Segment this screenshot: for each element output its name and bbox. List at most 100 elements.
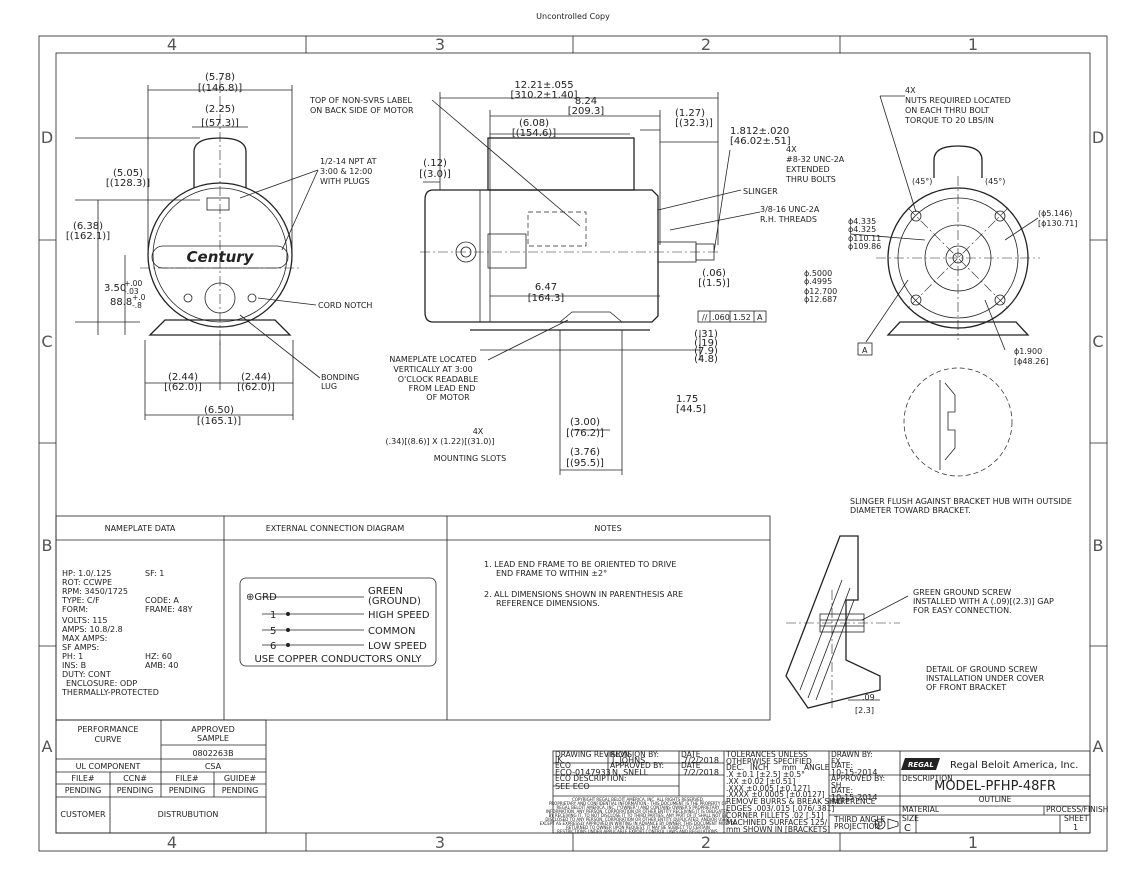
detail-dim-09: .09 <box>862 693 875 702</box>
zone-col-1-top: 1 <box>968 35 978 54</box>
dim-824-in: 8.24 <box>575 96 597 107</box>
np-line-volts: VOLTS: 115 <box>62 616 107 625</box>
dim-638-mm: [(162.1)] <box>66 231 110 242</box>
dim-350-tol-plus: +.00 <box>124 279 142 288</box>
dim-175-mm: [44.5] <box>676 404 706 415</box>
bonding-lug-line-1: BONDING <box>321 373 359 382</box>
dia-4335: ϕ4.335 <box>848 217 876 226</box>
val-pending-3: PENDING <box>169 786 206 795</box>
slinger-note-line-1: SLINGER FLUSH AGAINST BRACKET HUB WITH O… <box>850 497 1072 506</box>
green-note-line-2: INSTALLED WITH A (.09)[(2.3)] GAP <box>913 597 1054 606</box>
detail-dim-23: [2.3] <box>855 706 874 715</box>
tol-head-dec: DEC. <box>726 763 744 772</box>
svg-text:PROPRIETARY AND CONFIDENTIAL I: PROPRIETARY AND CONFIDENTIAL INFORMATION… <box>549 801 728 806</box>
conn-grd-label2: (GROUND) <box>368 596 421 607</box>
tol-head-mm: mm <box>782 763 797 772</box>
notes-title: NOTES <box>594 524 621 533</box>
base-side <box>559 311 623 323</box>
zone-row-c-right: C <box>1092 332 1103 351</box>
sheet-label: SHEET <box>1064 814 1089 823</box>
conn-5-label: COMMON <box>368 626 415 637</box>
end-view <box>849 95 1040 477</box>
approval-table <box>55 719 267 834</box>
company-name: Regal Beloit America, Inc. <box>950 760 1078 771</box>
slinger-note-line-2: DIAMETER TOWARD BRACKET. <box>850 506 971 515</box>
np-line-ph: PH: 1 <box>62 652 83 661</box>
dia-4826: [ϕ48.26] <box>1014 357 1048 366</box>
tol-row-4: .XXXX ±0.0005 [±0.0127] <box>726 790 825 799</box>
green-note-line-3: FOR EASY CONNECTION. <box>913 606 1012 615</box>
slots-line-3: MOUNTING SLOTS <box>434 454 507 463</box>
npt-note-line-3: WITH PLUGS <box>320 177 370 186</box>
nameplate-data: HP: 1.0/.125 ROT: CCWPE RPM: 3450/1725 T… <box>61 569 193 697</box>
detail-note-line-2: INSTALLATION UNDER COVER <box>926 674 1045 683</box>
head-ccn: CCN# <box>123 774 147 783</box>
regal-logo-text: REGAL <box>908 761 934 769</box>
np-line-rpm: RPM: 3450/1725 <box>62 587 128 596</box>
rev-by-label: REVISION BY: <box>610 750 659 759</box>
csa-label: CSA <box>205 762 222 771</box>
dim-06-mm: [(1.5)] <box>698 278 730 289</box>
shaft-dia-2: ϕ.4995 <box>804 277 832 286</box>
val-pending-2: PENDING <box>117 786 154 795</box>
thru-bolts-line-2: #8-32 UNC-2A <box>786 155 845 164</box>
side-view <box>420 92 761 475</box>
tol-row-2: .XX ±0.02 [±0.51] <box>726 777 795 786</box>
conn-6-label: LOW SPEED <box>368 641 427 652</box>
svg-text:REGAL BELOIT AMERICA, INC. ("O: REGAL BELOIT AMERICA, INC. ("OWNER") AND… <box>556 805 720 810</box>
runout-datum: A <box>757 313 763 322</box>
dim-578-mm: [(146.8)] <box>198 83 242 94</box>
thru-bolts-line-1: 4X <box>786 145 797 154</box>
green-note-line-1: GREEN GROUND SCREW <box>913 588 1011 597</box>
dim-824-mm: [209.3] <box>568 106 605 117</box>
sample-number: 0802263B <box>192 749 233 758</box>
outline-label: OUTLINE <box>979 795 1012 804</box>
np-line-thermal: THERMALLY-PROTECTED <box>61 688 159 697</box>
sheet-value: 1 <box>1073 823 1078 832</box>
tol-more-4: MACHINED SURFACES 125/ <box>726 818 828 827</box>
approved-line-2: SAMPLE <box>197 734 229 743</box>
perf-line-1: PERFORMANCE <box>78 725 139 734</box>
zone-col-4-bottom: 4 <box>167 833 177 852</box>
front-base <box>148 319 292 336</box>
process-label: PROCESS/FINISH <box>1046 805 1108 814</box>
nameplate-title: NAMEPLATE DATA <box>105 524 176 533</box>
zone-row-d-left: D <box>41 128 53 147</box>
dim-244b-mm: [(62.0)] <box>237 382 275 393</box>
material-label: MATERIAL <box>902 805 940 814</box>
np-line-maxamps: MAX AMPS: <box>62 634 107 643</box>
head-file-2: FILE# <box>175 774 198 783</box>
runout-sym: // <box>702 313 708 322</box>
conn-1-id: 1 <box>270 610 276 621</box>
rev-by-value: J. JOHNS <box>611 756 645 765</box>
nuts-note-line-3: ON EACH THRU BOLT <box>905 106 989 115</box>
date-value-2: 7/2/2018 <box>683 768 719 777</box>
regal-logo <box>901 758 940 770</box>
bonding-lug-line-2: LUG <box>321 382 337 391</box>
dia-5146: (ϕ5.146) <box>1038 209 1072 218</box>
conduit-box-side <box>487 137 635 191</box>
connection-diagram <box>239 577 437 667</box>
third-angle-1: THIRD ANGLE <box>833 815 886 824</box>
np-line-ins: INS: B <box>62 661 86 670</box>
date-label-2: DATE <box>681 761 701 770</box>
np-line-amps: AMPS: 10.8/2.8 <box>62 625 123 634</box>
note-1b: END FRAME TO WITHIN ±2° <box>496 569 607 578</box>
shaft-dia-mm-1: ϕ12.700 <box>804 287 837 296</box>
tol-head-angle: ANGLE <box>804 763 830 772</box>
ul-component-label: UL COMPONENT <box>76 762 141 771</box>
svg-text:INFORMATION. ANY PERSON, CORPO: INFORMATION. ANY PERSON, CORPORATION OR … <box>546 809 730 814</box>
cord-notch-label: CORD NOTCH <box>318 301 372 310</box>
dim-244a-in: (2.44) <box>168 372 198 383</box>
zone-col-2-top: 2 <box>701 35 711 54</box>
svg-text:DISCLOSED TO ANY PERSON, CORPO: DISCLOSED TO ANY PERSON, CORPORATION OR … <box>545 817 730 822</box>
val-pending-1: PENDING <box>65 786 102 795</box>
dim-350-tol-minus: -.03 <box>124 287 139 296</box>
zone-row-a-right: A <box>1093 737 1104 756</box>
zone-col-3-top: 3 <box>435 35 445 54</box>
conn-grd-label: GREEN <box>368 586 403 597</box>
zone-row-b-right: B <box>1093 536 1104 555</box>
drawn-by-label: DRAWN BY: <box>831 750 873 759</box>
head-guide: GUIDE# <box>224 774 257 783</box>
